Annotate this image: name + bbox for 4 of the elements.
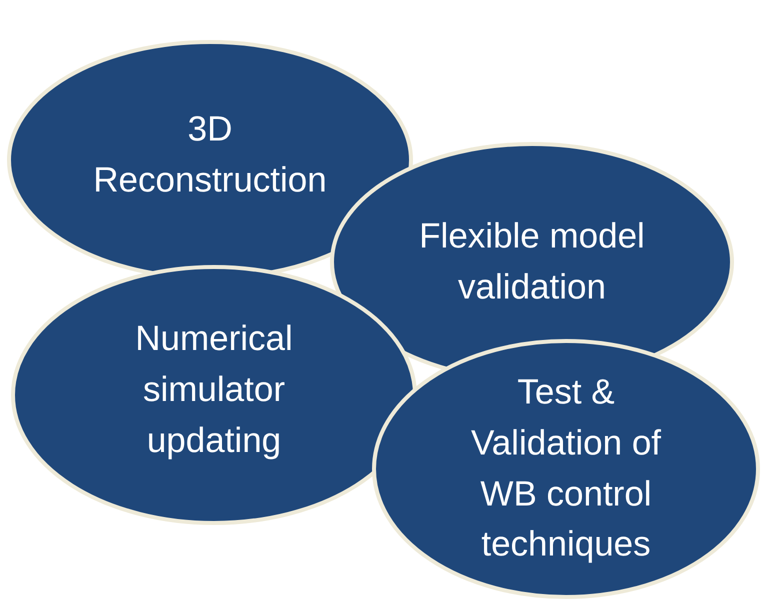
bubble-label: Test & Validation of WB control techniques (470, 372, 662, 566)
bubble-label: Flexible model validation (418, 215, 646, 308)
bubble-label: Numerical simulator updating (134, 318, 294, 462)
bubble-label: 3D Reconstruction (92, 108, 328, 201)
